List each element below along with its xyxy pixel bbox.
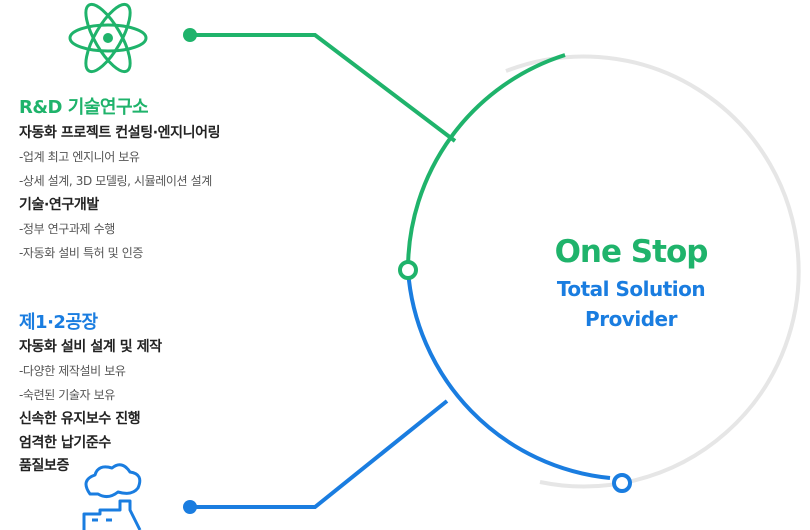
rnd-group2-item2: -자동화 설비 특허 및 인증 [19,246,143,260]
factory-group3-title: 엄격한 납기준수 [19,435,111,451]
atom-icon [68,2,148,74]
blue-dot [183,500,197,514]
center-line1: Total Solution [556,277,706,301]
factory-group1-title: 자동화 설비 설계 및 제작 [19,339,162,355]
blue-arc [406,269,611,480]
green-connector [190,33,457,143]
factory-group1-item1: -다양한 제작설비 보유 [19,364,126,378]
grey-circle-arc [505,54,801,489]
center-line2: Provider [585,307,677,331]
rnd-heading: R&D 기술연구소 [19,97,149,118]
blue-ring [612,473,632,493]
rnd-group1-item1: -업계 최고 엔지니어 보유 [19,150,140,164]
blue-connector [190,399,449,509]
factory-heading: 제1·2공장 [19,312,98,333]
factory-icon [82,463,142,530]
center-title: One Stop [554,234,709,270]
rnd-group1-title: 자동화 프로젝트 컨설팅·엔지니어링 [19,125,221,141]
factory-group1-item2: -숙련된 기술자 보유 [19,388,115,402]
factory-group2-title: 신속한 유지보수 진행 [19,411,141,427]
rnd-group2-title: 기술·연구개발 [19,197,99,213]
factory-group4-title: 품질보증 [19,458,69,474]
rnd-group1-item2: -상세 설계, 3D 모델링, 시뮬레이션 설계 [19,174,212,188]
rnd-group2-item1: -정부 연구과제 수행 [19,222,115,236]
green-dot [183,28,197,42]
green-ring [398,260,418,280]
